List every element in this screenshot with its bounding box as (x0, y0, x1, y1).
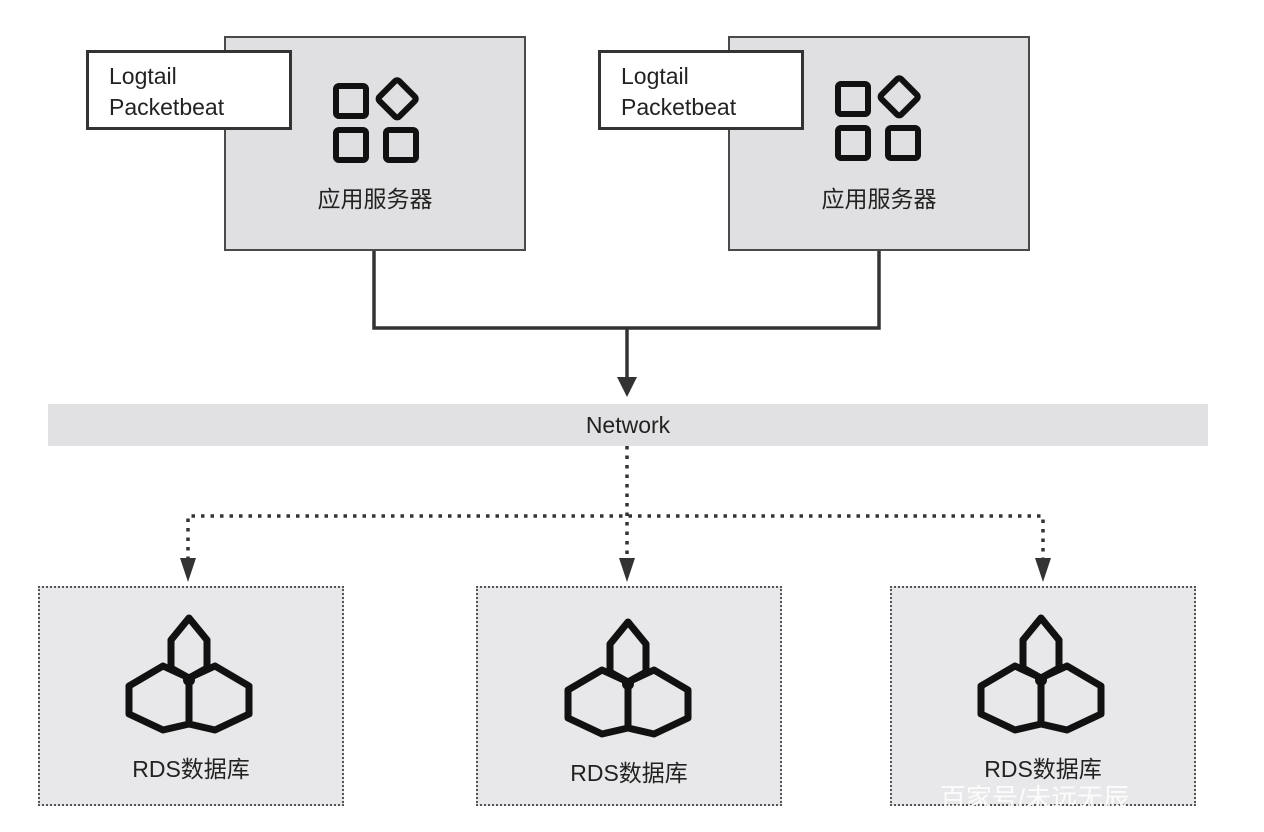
db-arrow-head-2 (619, 558, 635, 582)
apps-icon (333, 77, 419, 163)
honeycomb-icon (125, 614, 253, 734)
server-caption: 应用服务器 (317, 186, 433, 212)
network-label: Network (585, 412, 671, 438)
db-caption: RDS数据库 (984, 756, 1102, 782)
agent-name-packetbeat: Packetbeat (621, 94, 737, 120)
network-to-db-connector (186, 446, 1045, 562)
honeycomb-icon (977, 614, 1105, 734)
network-arrow-head (617, 377, 637, 397)
db-arrow-head-1 (180, 558, 196, 582)
agent-label: Logtail Packetbeat (598, 50, 804, 130)
honeycomb-icon (564, 618, 692, 738)
db-caption: RDS数据库 (570, 760, 688, 786)
server-caption: 应用服务器 (821, 186, 937, 212)
db-caption: RDS数据库 (132, 756, 250, 782)
agent-name-packetbeat: Packetbeat (109, 94, 225, 120)
app-server-node (224, 36, 526, 251)
agent-name-logtail: Logtail (109, 63, 177, 89)
apps-icon (835, 75, 921, 161)
db-arrow-head-3 (1035, 558, 1051, 582)
watermark: 百家号/未远无辰 (940, 783, 1130, 813)
agent-label: Logtail Packetbeat (86, 50, 292, 130)
server-to-network-connector (372, 250, 881, 380)
network-bar: Network (48, 404, 1208, 446)
agent-name-logtail: Logtail (621, 63, 689, 89)
